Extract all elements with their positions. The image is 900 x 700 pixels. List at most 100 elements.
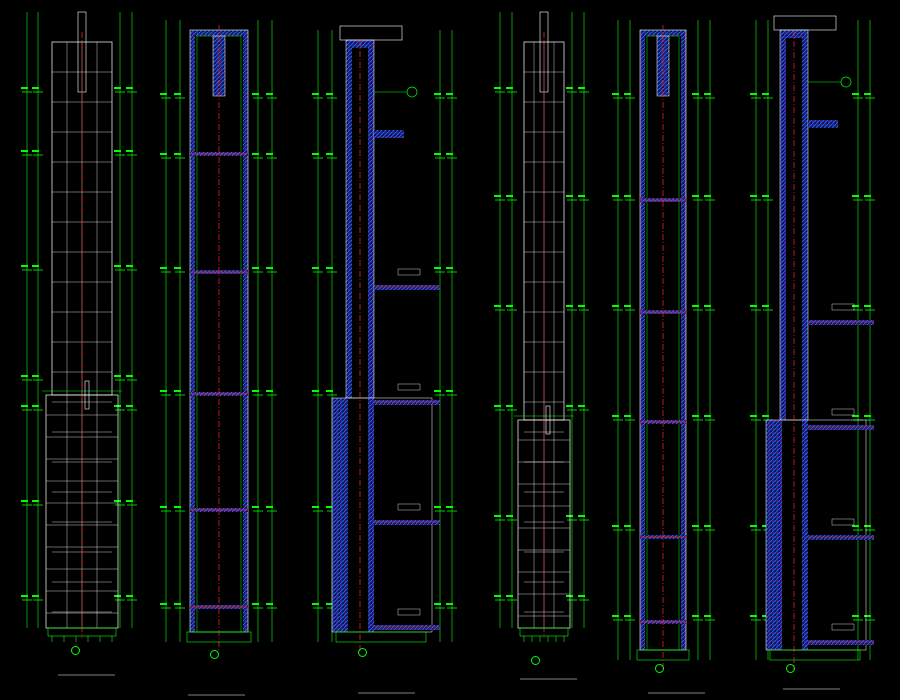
- floor-slab: [374, 520, 440, 525]
- level-mark: [434, 267, 441, 269]
- level-mark: [266, 153, 273, 155]
- level-mark: [704, 615, 711, 617]
- level-mark: [266, 603, 273, 605]
- level-mark: [174, 153, 181, 155]
- shaft-wall-right: [681, 30, 686, 650]
- level-mark: [864, 415, 871, 417]
- level-mark: [494, 195, 501, 197]
- level-mark: [506, 87, 513, 89]
- level-mark: [312, 93, 319, 95]
- level-mark: [692, 93, 699, 95]
- level-mark: [506, 515, 513, 517]
- axis-bubble: [358, 648, 367, 657]
- level-mark: [160, 390, 167, 392]
- level-mark: [21, 87, 28, 89]
- upper-wall-left: [780, 30, 786, 420]
- sheet-b: [160, 20, 277, 652]
- level-mark: [21, 150, 28, 152]
- level-mark: [312, 153, 319, 155]
- slab-tag: [831, 303, 855, 311]
- level-mark: [160, 153, 167, 155]
- level-mark: [852, 525, 859, 527]
- canopy-slab: [808, 120, 838, 128]
- floor-slab: [808, 320, 874, 325]
- level-mark: [174, 93, 181, 95]
- level-mark: [21, 405, 28, 407]
- level-mark: [566, 87, 573, 89]
- level-mark: [578, 405, 585, 407]
- level-mark: [160, 93, 167, 95]
- level-mark: [252, 153, 259, 155]
- level-mark: [32, 150, 39, 152]
- level-mark: [762, 93, 769, 95]
- opening-mark: [84, 380, 90, 410]
- level-mark: [864, 305, 871, 307]
- level-mark: [446, 506, 453, 508]
- level-mark: [266, 390, 273, 392]
- level-mark: [266, 506, 273, 508]
- level-mark: [114, 150, 121, 152]
- axis-bubble: [531, 656, 540, 665]
- level-mark: [326, 153, 333, 155]
- level-mark: [21, 375, 28, 377]
- level-mark: [852, 415, 859, 417]
- level-mark: [32, 500, 39, 502]
- axis-bubble: [655, 664, 664, 673]
- level-mark: [864, 615, 871, 617]
- level-mark: [750, 93, 757, 95]
- lower-wall-left: [332, 398, 348, 632]
- level-mark: [126, 87, 133, 89]
- level-mark: [624, 93, 631, 95]
- level-mark: [174, 390, 181, 392]
- level-mark: [312, 603, 319, 605]
- floor-slab: [808, 640, 874, 645]
- detail-callout: [406, 86, 418, 98]
- level-mark: [21, 500, 28, 502]
- level-mark: [624, 415, 631, 417]
- machine-room-outline: [773, 15, 837, 31]
- level-mark: [252, 390, 259, 392]
- level-mark: [704, 305, 711, 307]
- floor-slab: [808, 535, 874, 540]
- level-mark: [506, 195, 513, 197]
- sheet-a: [21, 11, 137, 642]
- axis-bubble: [71, 646, 80, 655]
- level-mark: [174, 603, 181, 605]
- level-mark: [762, 305, 769, 307]
- level-mark: [506, 595, 513, 597]
- level-mark: [160, 267, 167, 269]
- level-mark: [160, 506, 167, 508]
- level-mark: [750, 615, 757, 617]
- shaft-wall-right: [243, 30, 248, 632]
- level-mark: [494, 595, 501, 597]
- level-mark: [864, 93, 871, 95]
- level-mark: [578, 87, 585, 89]
- level-mark: [494, 515, 501, 517]
- shaft-wall-left: [640, 30, 645, 650]
- level-mark: [126, 500, 133, 502]
- level-mark: [864, 195, 871, 197]
- slab-tag: [397, 268, 421, 276]
- shaft-wall-left: [190, 30, 195, 632]
- level-mark: [494, 87, 501, 89]
- level-mark: [174, 267, 181, 269]
- level-mark: [114, 265, 121, 267]
- level-mark: [126, 265, 133, 267]
- level-mark: [612, 195, 619, 197]
- detail-callout: [840, 76, 852, 88]
- level-mark: [864, 525, 871, 527]
- level-mark: [704, 195, 711, 197]
- level-mark: [578, 595, 585, 597]
- pit-base: [769, 649, 861, 661]
- level-mark: [566, 305, 573, 307]
- level-mark: [434, 153, 441, 155]
- level-mark: [312, 390, 319, 392]
- pit-base: [636, 649, 690, 661]
- pit-base: [186, 631, 252, 643]
- level-mark: [126, 405, 133, 407]
- level-mark: [566, 195, 573, 197]
- slab-tag: [831, 408, 855, 416]
- level-mark: [446, 93, 453, 95]
- opening-mark: [545, 405, 551, 435]
